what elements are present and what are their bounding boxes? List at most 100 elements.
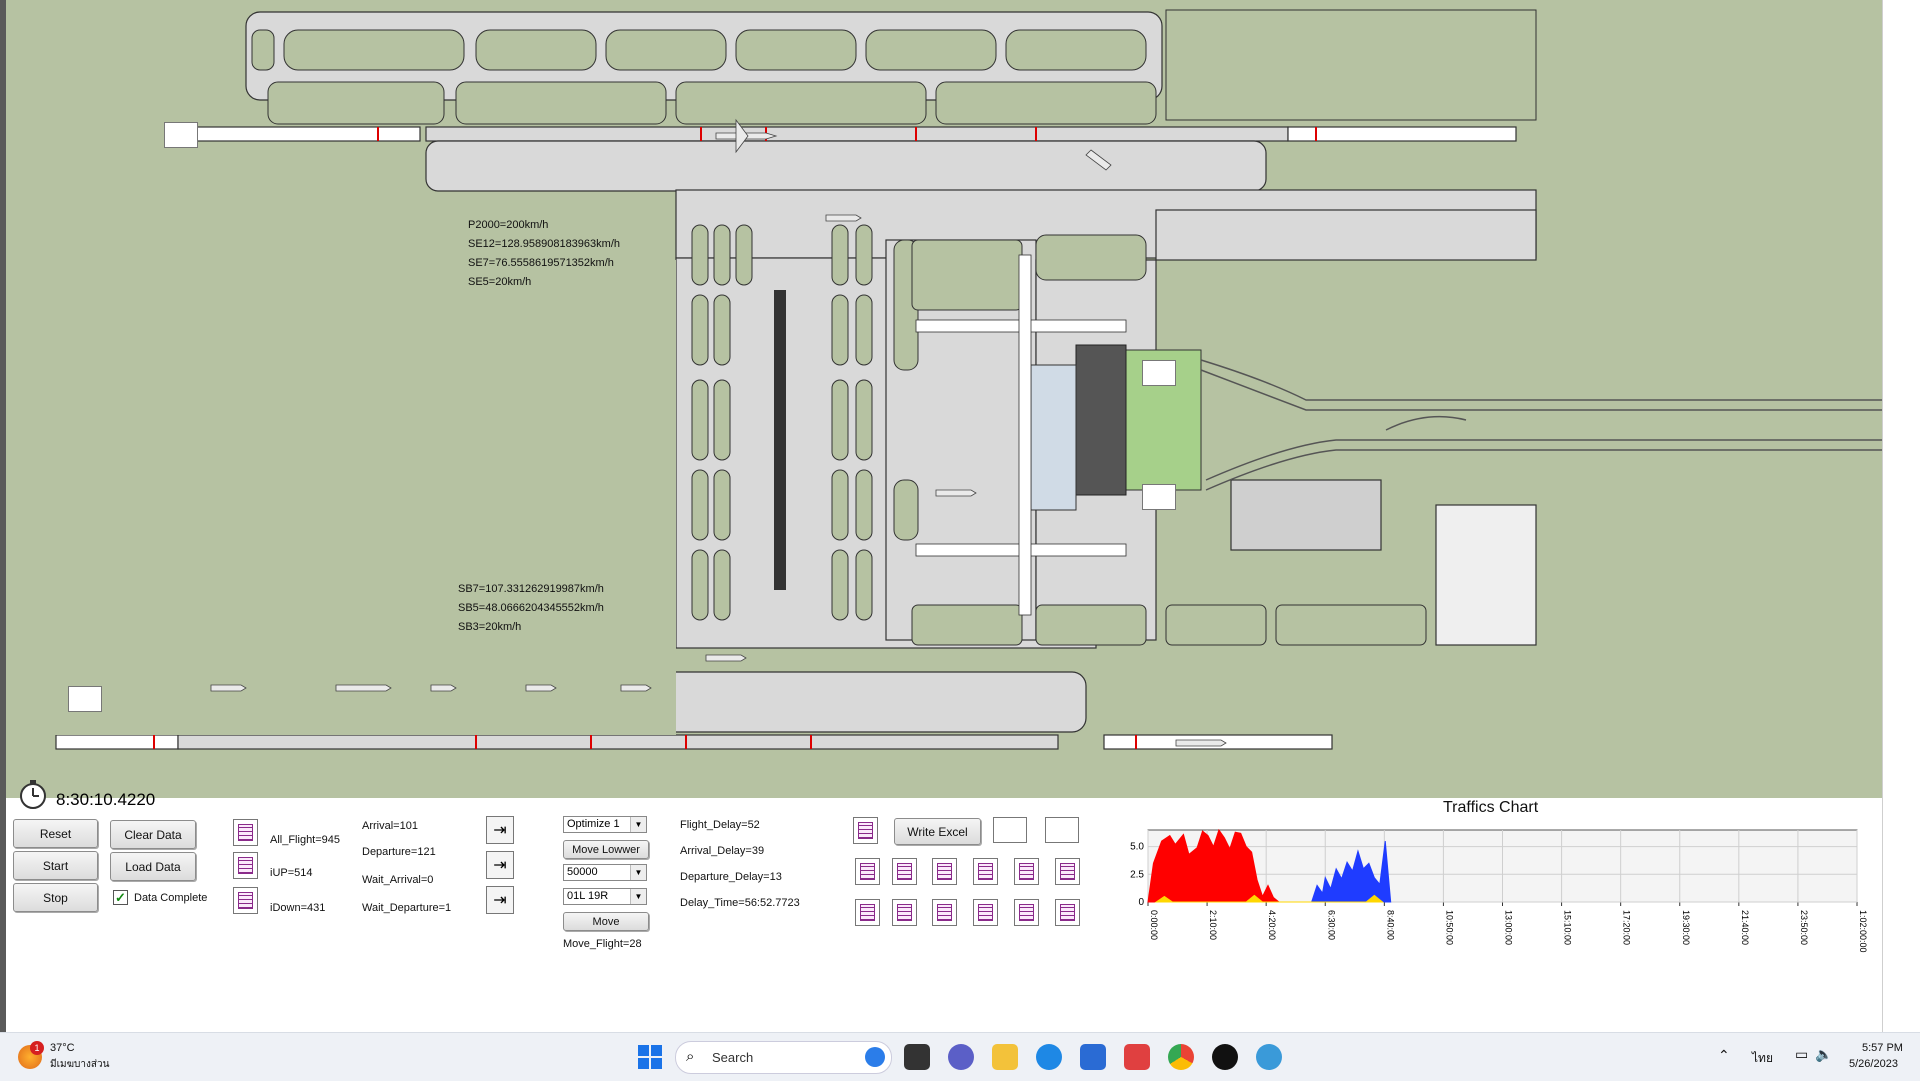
tiktok-icon[interactable]	[1212, 1044, 1238, 1070]
stopwatch-icon	[20, 780, 46, 809]
search-placeholder: Search	[712, 1050, 754, 1065]
network-icon[interactable]: ▭	[1795, 1046, 1809, 1062]
all-flight-stat: All_Flight=945	[270, 834, 341, 846]
volume-icon[interactable]: 🔈	[1815, 1046, 1833, 1062]
optimize-select-value: Optimize 1	[567, 818, 620, 830]
airport-map[interactable]: P2000=200km/h SE12=128.958908183963km/h …	[6, 0, 1882, 798]
chart-x-tick-label: 8:40:00	[1385, 910, 1395, 940]
aircraft-marker-icon[interactable]	[68, 686, 102, 712]
grid-table-icon[interactable]	[1014, 899, 1039, 926]
task-view-icon[interactable]	[904, 1044, 930, 1070]
chart-series-area	[1147, 828, 1281, 903]
write-excel-button[interactable]: Write Excel	[894, 818, 981, 845]
grid-table-icon[interactable]	[973, 899, 998, 926]
chart-x-tick-label: 4:20:00	[1267, 910, 1277, 940]
chart-series-area	[1310, 841, 1392, 903]
windows-start-icon[interactable]	[638, 1045, 662, 1069]
reset-button[interactable]: Reset	[13, 819, 98, 848]
move-flight-stat: Move_Flight=28	[563, 938, 642, 950]
traffics-chart: 0:00:00 2:10:00 4:20:00 6:30:00 8:40:00 10:50…	[1130, 828, 1868, 953]
aircraft-marker-icon[interactable]	[993, 817, 1027, 843]
idown-stat: iDown=431	[270, 902, 326, 914]
value-select[interactable]: 50000▼	[563, 864, 647, 881]
chevron-down-icon: ▼	[630, 865, 646, 880]
clock-time[interactable]: 5:57 PM	[1862, 1042, 1903, 1054]
runway-select[interactable]: 01L 19R▼	[563, 888, 647, 905]
chart-x-tick-label: 2:10:00	[1208, 910, 1218, 940]
data-complete-checkbox[interactable]: ✓	[113, 890, 128, 905]
stop-button[interactable]: Stop	[13, 883, 98, 912]
chart-x-tick-label: 6:30:00	[1326, 910, 1336, 940]
aircraft-marker-icon[interactable]	[1045, 817, 1079, 843]
runway-select-value: 01L 19R	[567, 890, 609, 902]
grid-table-icon[interactable]	[932, 899, 957, 926]
chart-x-tick-label: 0:00:00	[1149, 910, 1159, 940]
chevron-up-icon[interactable]: ⌃	[1718, 1047, 1730, 1063]
flight-delay-stat: Flight_Delay=52	[680, 819, 760, 831]
grid-table-icon[interactable]	[853, 817, 878, 844]
iup-stat: iUP=514	[270, 867, 313, 879]
file-explorer-icon[interactable]	[992, 1044, 1018, 1070]
grid-table-icon[interactable]	[855, 858, 880, 885]
grid-table-icon[interactable]	[1055, 899, 1080, 926]
weather-desc: มีเมฆบางส่วน	[50, 1059, 110, 1070]
chart-x-tick-label: 23:50:00	[1799, 910, 1809, 945]
grid-table-icon[interactable]	[1014, 858, 1039, 885]
simulation-clock: 8:30:10.4220	[56, 790, 156, 809]
chart-y-tick-label: 0	[1138, 897, 1144, 908]
aircraft-marker-icon[interactable]	[1142, 360, 1176, 386]
language-indicator[interactable]: ไทย	[1752, 1051, 1773, 1065]
move-lower-button[interactable]: Move Lowwer	[563, 840, 649, 859]
departure-delay-stat: Departure_Delay=13	[680, 871, 782, 883]
arrow-right-bar-icon[interactable]: ⇥	[486, 816, 514, 844]
snipping-tool-icon[interactable]	[1124, 1044, 1150, 1070]
edge-browser-icon[interactable]	[1036, 1044, 1062, 1070]
speed-sb3: SB3=20km/h	[458, 621, 522, 633]
data-complete-label: Data Complete	[134, 892, 208, 904]
taskbar: 1 37°C มีเมฆบางส่วน ⌕ Search ⌃ ไทย ▭ 🔈 5…	[0, 1032, 1920, 1081]
chevron-down-icon: ▼	[630, 817, 646, 832]
bottom-speed-labels: SB7=107.331262919987km/h SB5=48.06662043…	[458, 580, 604, 637]
grid-table-icon[interactable]	[1055, 858, 1080, 885]
grid-table-icon[interactable]	[892, 858, 917, 885]
move-button[interactable]: Move	[563, 912, 649, 931]
aircraft-marker-icon[interactable]	[1142, 484, 1176, 510]
chart-x-tick-label: 13:00:00	[1504, 910, 1514, 945]
aircraft-marker-icon[interactable]	[164, 122, 198, 148]
clear-data-button[interactable]: Clear Data	[110, 820, 196, 849]
speed-se12: SE12=128.958908183963km/h	[468, 238, 620, 250]
airport-layout	[6, 9, 1882, 750]
chart-title: Traffics Chart	[1443, 799, 1539, 816]
chat-icon[interactable]	[948, 1044, 974, 1070]
grid-table-icon[interactable]	[855, 899, 880, 926]
speed-se5: SE5=20km/h	[468, 276, 532, 288]
top-speed-labels: P2000=200km/h SE12=128.958908183963km/h …	[468, 216, 620, 292]
chrome-icon[interactable]	[1168, 1044, 1194, 1070]
start-button[interactable]: Start	[13, 851, 98, 880]
bing-icon	[865, 1047, 885, 1067]
grid-table-icon[interactable]	[233, 852, 258, 879]
weather-badge: 1	[30, 1041, 44, 1055]
delay-time-stat: Delay_Time=56:52.7723	[680, 897, 800, 909]
optimize-select[interactable]: Optimize 1 ▼	[563, 816, 647, 833]
arrow-right-bar-icon[interactable]: ⇥	[486, 851, 514, 879]
search-box[interactable]: ⌕ Search	[675, 1041, 892, 1074]
app-window: P2000=200km/h SE12=128.958908183963km/h …	[0, 0, 1920, 1032]
clock-date[interactable]: 5/26/2023	[1849, 1058, 1898, 1070]
departure-stat: Departure=121	[362, 846, 436, 858]
arrival-delay-stat: Arrival_Delay=39	[680, 845, 765, 857]
arrow-right-bar-icon[interactable]: ⇥	[486, 886, 514, 914]
store-icon[interactable]	[1080, 1044, 1106, 1070]
arrival-stat: Arrival=101	[362, 820, 418, 832]
app-icon[interactable]	[1256, 1044, 1282, 1070]
grid-table-icon[interactable]	[233, 819, 258, 846]
window-scrollbar-area	[1882, 0, 1920, 1032]
grid-table-icon[interactable]	[932, 858, 957, 885]
chart-x-tick-label: 10:50:00	[1444, 910, 1454, 945]
grid-table-icon[interactable]	[973, 858, 998, 885]
load-data-button[interactable]: Load Data	[110, 852, 196, 881]
grid-table-icon[interactable]	[892, 899, 917, 926]
grid-table-icon[interactable]	[233, 887, 258, 914]
search-icon: ⌕	[686, 1048, 695, 1065]
speed-sb5: SB5=48.0666204345552km/h	[458, 602, 604, 614]
